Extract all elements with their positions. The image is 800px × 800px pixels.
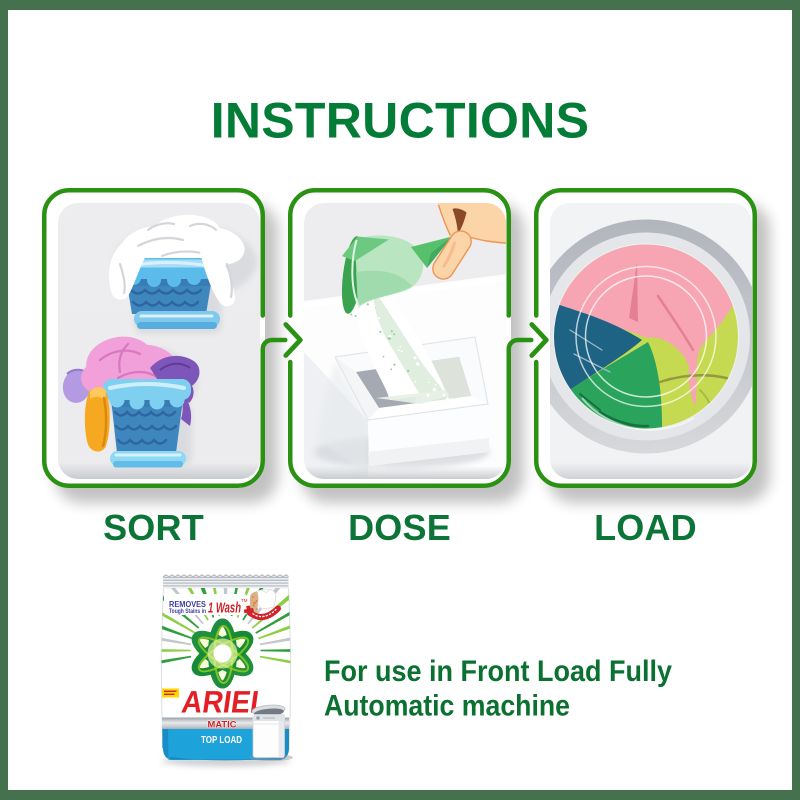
svg-text:For use in Front Load Fully: For use in Front Load Fully: [324, 655, 673, 688]
svg-text:SORT: SORT: [103, 507, 204, 548]
svg-text:Tough Stains in: Tough Stains in: [169, 609, 206, 615]
svg-text:TOP LOAD: TOP LOAD: [201, 735, 242, 746]
svg-text:Automatic machine: Automatic machine: [324, 689, 570, 722]
svg-text:REMOVES: REMOVES: [169, 599, 206, 609]
svg-text:1 Wash: 1 Wash: [208, 601, 241, 617]
svg-text:DOSE: DOSE: [348, 507, 451, 548]
svg-text:INSTRUCTIONS: INSTRUCTIONS: [211, 93, 590, 149]
svg-text:MATIC: MATIC: [208, 719, 237, 730]
svg-text:LOAD: LOAD: [594, 507, 697, 548]
svg-text:TM: TM: [241, 598, 248, 603]
